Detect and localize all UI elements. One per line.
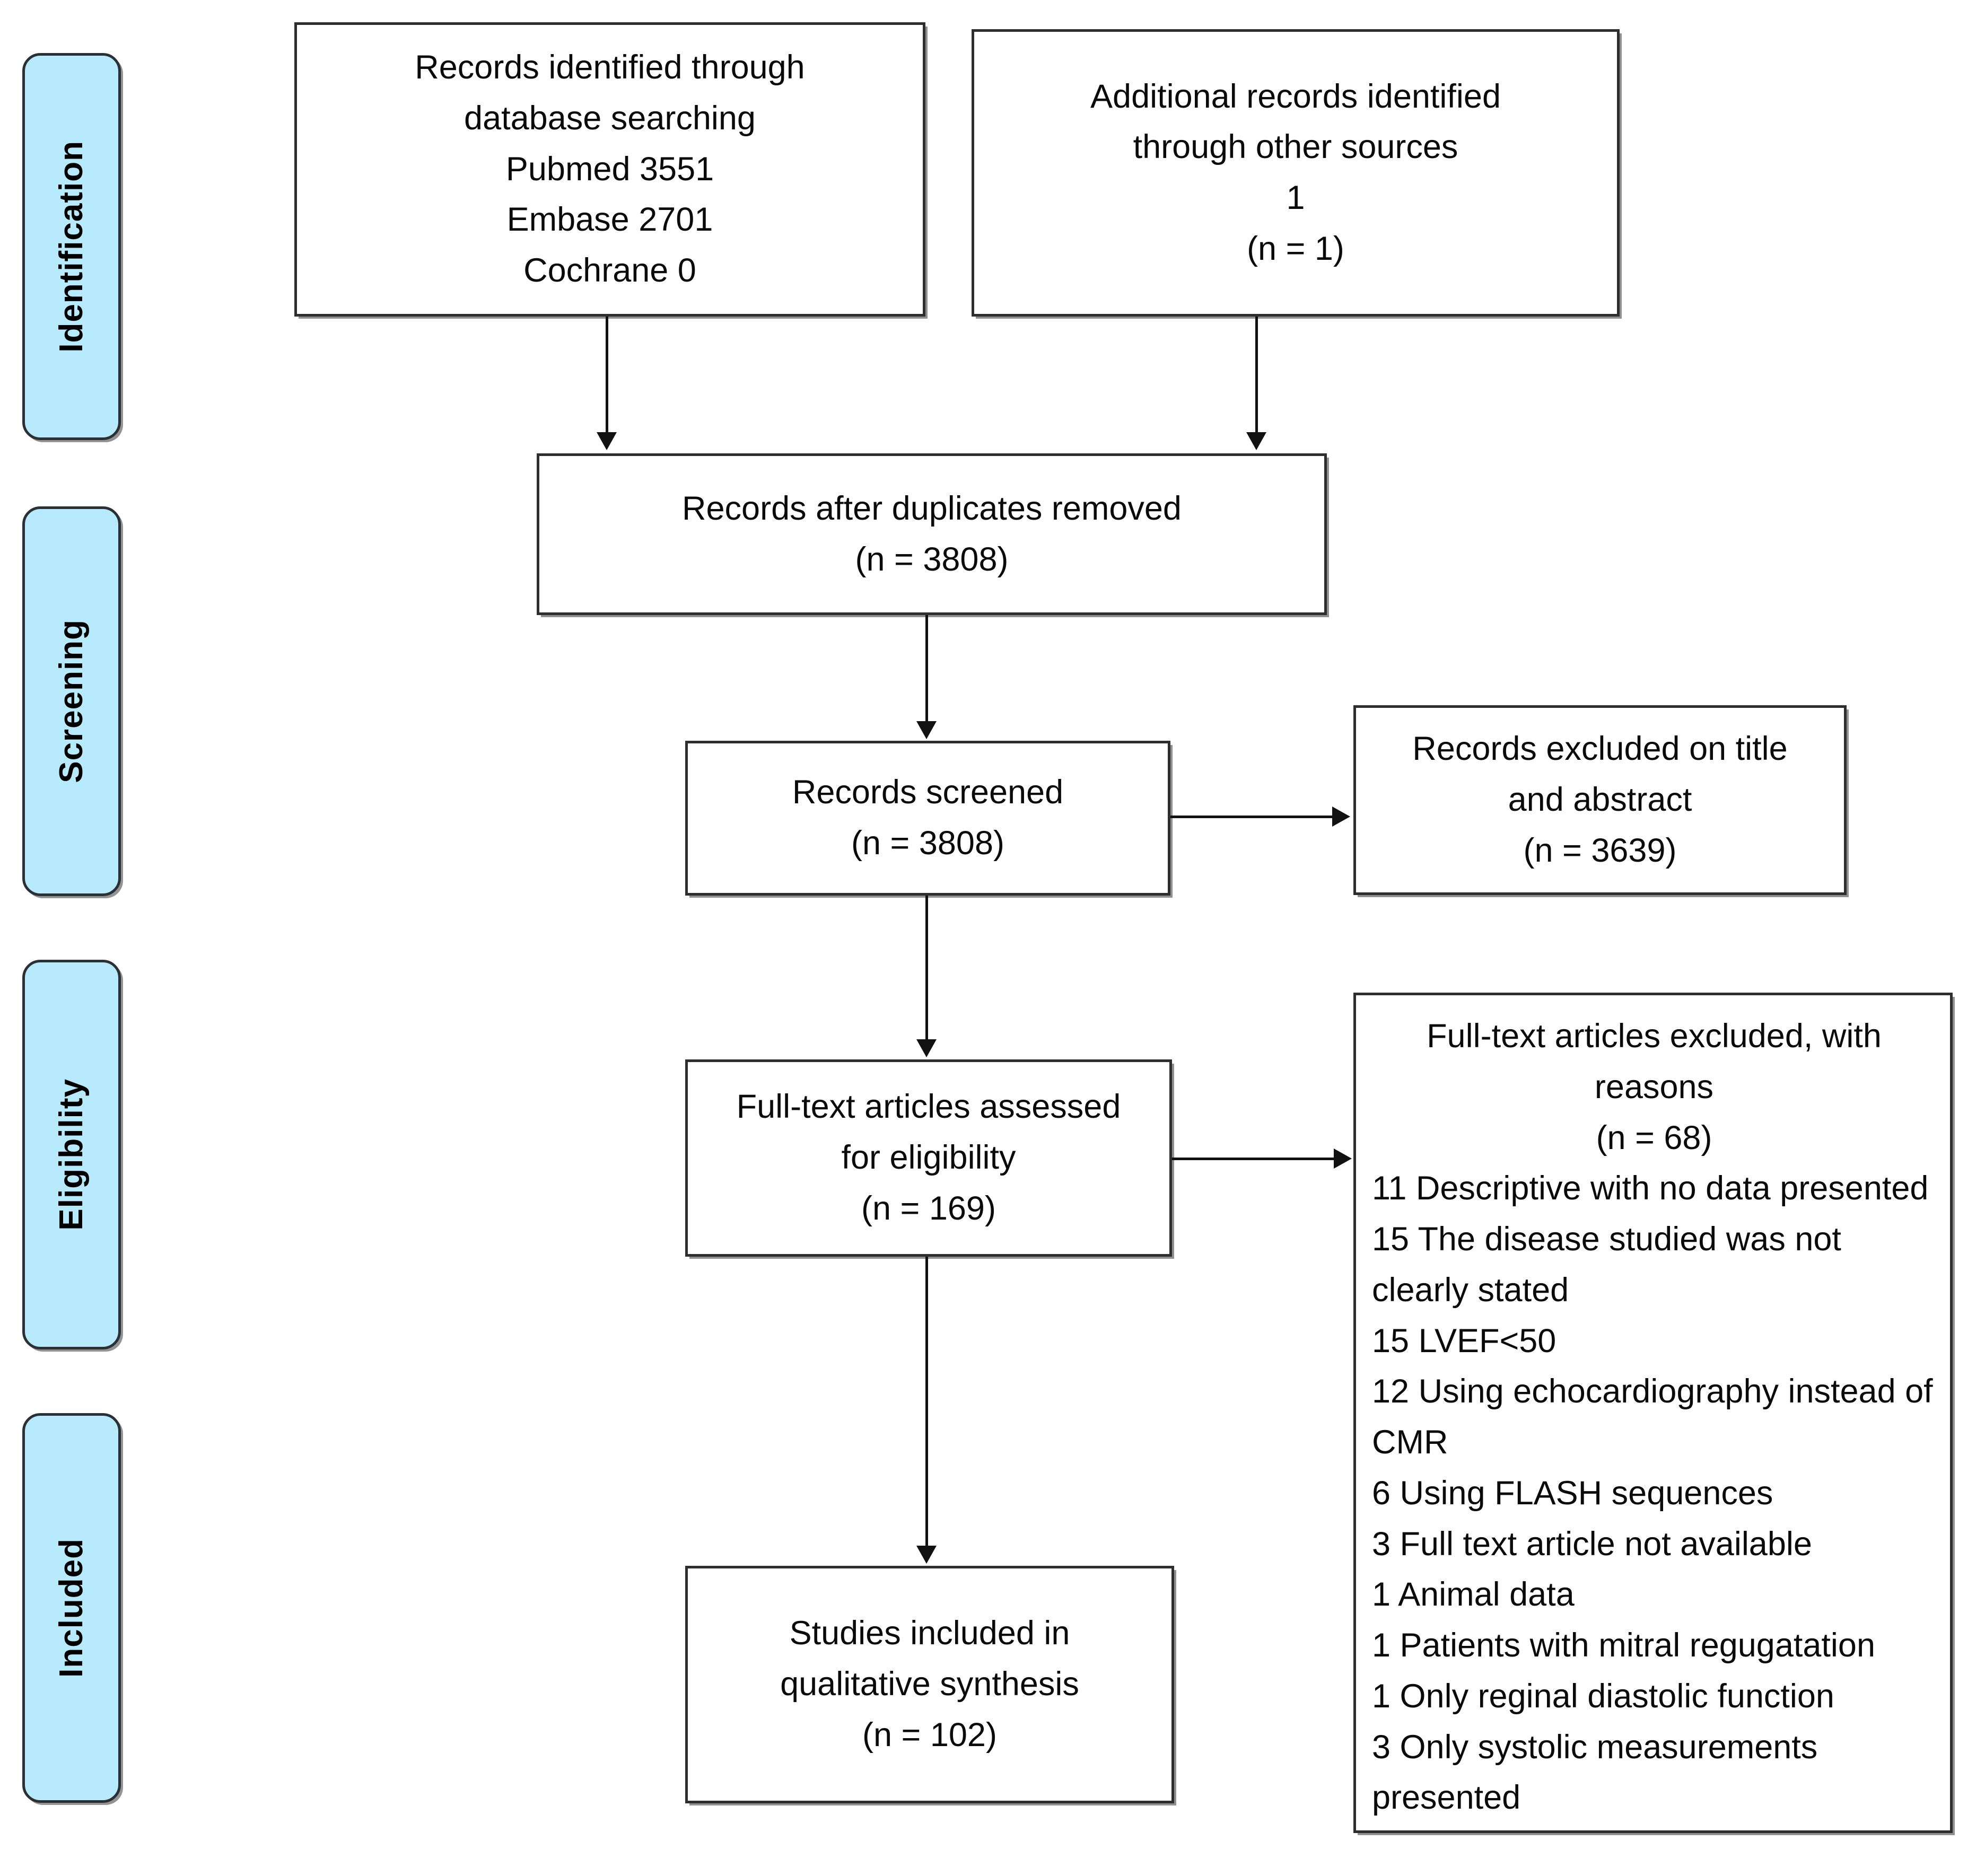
box-line: database searching	[464, 99, 756, 137]
arrow-screened-to-fulltext	[916, 1039, 937, 1057]
box-line: qualitative synthesis	[780, 1665, 1079, 1703]
box-studies-included: Studies included in qualitative synthesi…	[685, 1566, 1174, 1803]
reason-item: 1 Animal data	[1372, 1576, 1575, 1614]
stage-pill-screening: Screening	[22, 506, 121, 896]
connector-duplicates-to-screened	[925, 615, 928, 724]
box-records-identified-database: Records identified through database sear…	[294, 22, 925, 317]
connector-fulltext-to-included	[925, 1257, 928, 1548]
box-line: Records screened	[792, 774, 1064, 811]
reason-item: 1 Patients with mitral regugatation	[1372, 1627, 1875, 1664]
box-line: (n = 1)	[1247, 230, 1344, 267]
stage-label-included: Included	[53, 1538, 90, 1678]
box-line: and abstract	[1508, 781, 1692, 819]
connector-screened-to-fulltext	[925, 896, 928, 1041]
stage-pill-identification: Identification	[22, 53, 121, 440]
reason-item: 1 Only reginal diastolic function	[1372, 1677, 1834, 1715]
reason-item: 12 Using echocardiography instead of CMR	[1372, 1373, 1933, 1461]
box-line: (n = 102)	[862, 1716, 997, 1754]
box-line: Embase 2701	[506, 201, 713, 239]
reason-item: 15 The disease studied was not clearly s…	[1372, 1221, 1841, 1309]
reason-item: 3 Only systolic measurements presented	[1372, 1728, 1818, 1817]
box-line: Studies included in	[789, 1615, 1070, 1652]
box-fulltext-assessed: Full-text articles assessed for eligibil…	[685, 1059, 1172, 1257]
stage-label-identification: Identification	[53, 141, 90, 353]
box-line: Additional records identified	[1090, 77, 1501, 115]
box-line: through other sources	[1133, 128, 1458, 166]
reason-item: 11 Descriptive with no data presented	[1372, 1170, 1929, 1207]
stage-label-screening: Screening	[53, 619, 90, 783]
reasons-header-line: (n = 68)	[1596, 1119, 1712, 1156]
reasons-header-line: Full-text articles excluded, with	[1427, 1018, 1882, 1055]
connector-identified-other-to-duplicates	[1255, 317, 1258, 434]
arrow-fulltext-to-excluded-reasons	[1334, 1149, 1352, 1169]
reason-item: 6 Using FLASH sequences	[1372, 1474, 1773, 1512]
arrow-duplicates-to-screened	[916, 721, 937, 739]
box-line: (n = 3808)	[855, 540, 1009, 578]
stage-label-eligibility: Eligibility	[53, 1079, 90, 1231]
box-records-screened: Records screened (n = 3808)	[685, 741, 1170, 896]
connector-identified-database-to-duplicates	[606, 317, 608, 434]
arrow-screened-to-excluded	[1332, 806, 1350, 827]
box-records-excluded-title-abstract: Records excluded on title and abstract (…	[1353, 705, 1847, 895]
box-line: for eligibility	[841, 1139, 1016, 1177]
arrow-identified-other-to-duplicates	[1246, 432, 1266, 450]
box-line: (n = 169)	[861, 1189, 996, 1227]
stage-pill-eligibility: Eligibility	[22, 960, 121, 1349]
connector-screened-to-excluded	[1170, 816, 1335, 818]
box-fulltext-excluded-reasons: Full-text articles excluded, with reason…	[1353, 993, 1953, 1833]
box-line: Full-text articles assessed	[736, 1088, 1121, 1126]
box-line: 1	[1286, 179, 1305, 216]
box-duplicates-removed: Records after duplicates removed (n = 38…	[537, 453, 1327, 615]
box-records-identified-other: Additional records identified through ot…	[972, 29, 1620, 317]
reason-item: 3 Full text article not available	[1372, 1525, 1812, 1563]
arrow-fulltext-to-included	[916, 1546, 937, 1564]
box-line: Records excluded on title	[1412, 730, 1788, 768]
box-line: Pubmed 3551	[505, 150, 714, 188]
reasons-header-line: reasons	[1594, 1068, 1714, 1106]
box-line: Cochrane 0	[523, 252, 696, 290]
arrow-identified-database-to-duplicates	[597, 432, 617, 450]
box-line: Records identified through	[415, 49, 805, 86]
box-line: Records after duplicates removed	[682, 489, 1182, 527]
connector-fulltext-to-excluded-reasons	[1172, 1158, 1336, 1160]
box-line: (n = 3808)	[851, 825, 1004, 862]
reason-item: 15 LVEF<50	[1372, 1322, 1556, 1360]
box-line: (n = 3639)	[1523, 831, 1677, 869]
stage-pill-included: Included	[22, 1413, 121, 1803]
